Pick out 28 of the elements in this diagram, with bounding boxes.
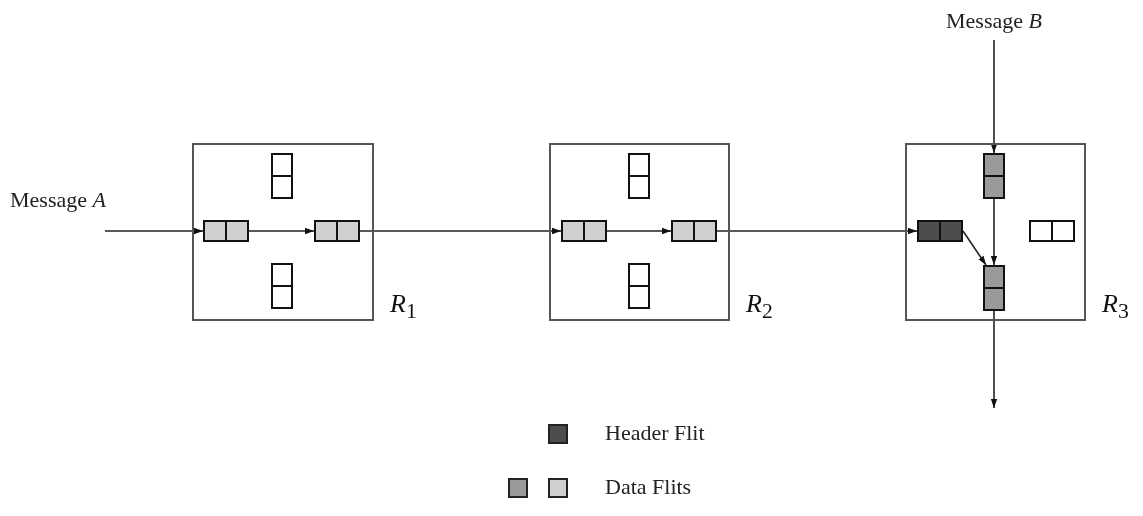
legend-text: Data Flits bbox=[605, 474, 692, 500]
buffer-box bbox=[628, 153, 650, 199]
message-label: Message A bbox=[10, 187, 106, 213]
arrow bbox=[606, 227, 672, 235]
arrow bbox=[990, 39, 998, 154]
buffer-box bbox=[983, 153, 1005, 199]
buffer-box bbox=[671, 220, 717, 242]
buffer-box bbox=[203, 220, 249, 242]
arrow bbox=[104, 227, 204, 235]
buffer-box bbox=[628, 263, 650, 309]
buffer-box bbox=[271, 153, 293, 199]
legend-text: Header Flit bbox=[605, 420, 705, 446]
buffer-box bbox=[271, 263, 293, 309]
arrow bbox=[248, 227, 315, 235]
buffer-box bbox=[983, 265, 1005, 311]
buffer-box bbox=[561, 220, 607, 242]
arrow bbox=[962, 230, 987, 266]
buffer-box bbox=[314, 220, 360, 242]
router-label: R$_{2}$ bbox=[746, 289, 773, 325]
buffer-box bbox=[917, 220, 963, 242]
arrow bbox=[990, 198, 998, 266]
buffer-box bbox=[1029, 220, 1075, 242]
message-label: Message B bbox=[919, 8, 1069, 40]
router-label: R$_{3}$ bbox=[1102, 289, 1129, 325]
arrow bbox=[716, 227, 918, 235]
arrow bbox=[990, 310, 998, 409]
arrow bbox=[359, 227, 562, 235]
router-label: R$_{1}$ bbox=[390, 289, 417, 325]
